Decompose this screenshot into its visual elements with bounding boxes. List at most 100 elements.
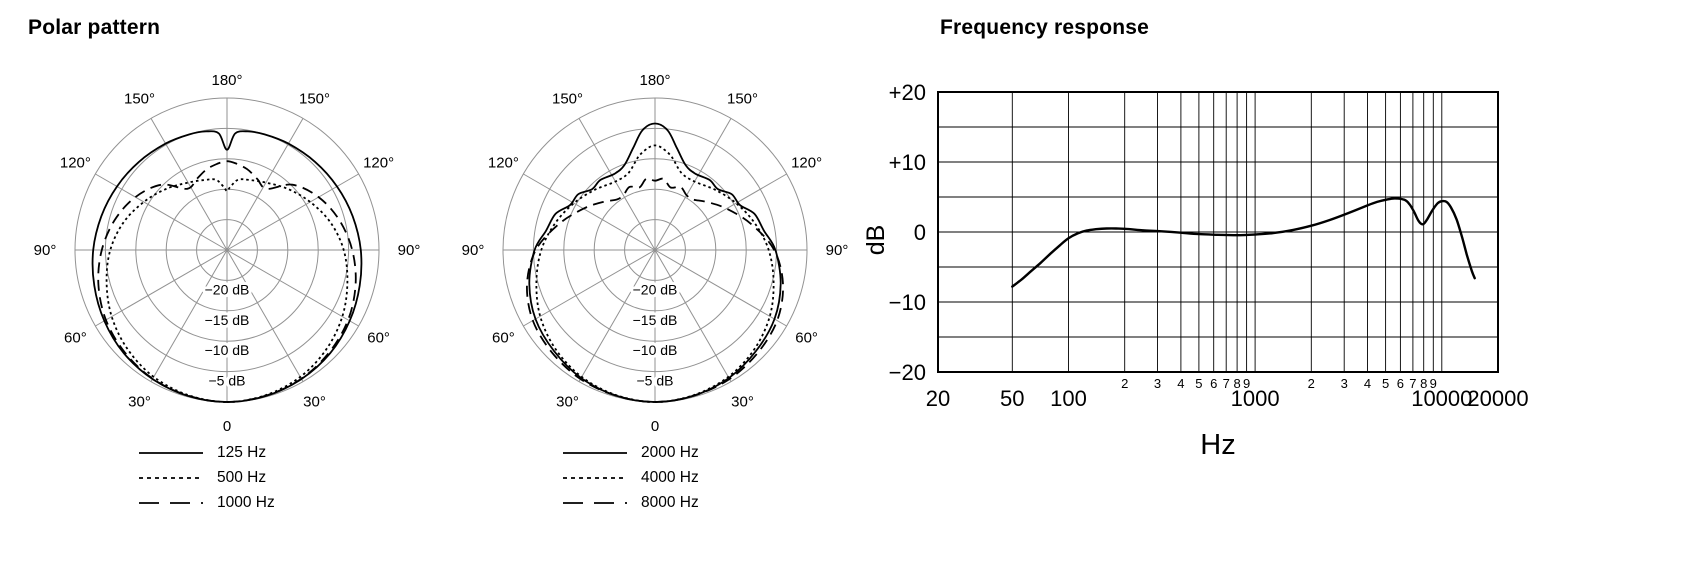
x-minor-tick-label: 5	[1195, 376, 1202, 391]
ring-db-label: −5 dB	[209, 373, 246, 389]
polar-ring-labels: −20 dB −15 dB −10 dB −5 dB	[202, 278, 253, 391]
polar-grid-spoke	[578, 118, 656, 251]
polar-grid-spoke	[523, 249, 656, 327]
x-minor-tick-label: 9	[1243, 376, 1250, 391]
polar-ring-labels: −20 dB −15 dB −10 dB −5 dB	[630, 278, 681, 391]
legend-item-125-hz: 125 Hz	[138, 440, 275, 465]
x-minor-tick-label: 5	[1382, 376, 1389, 391]
y-tick-label: −10	[889, 290, 926, 315]
freq-ylabel: dB	[862, 225, 890, 256]
x-minor-tick-label: 4	[1364, 376, 1371, 391]
angle-label: 30°	[303, 394, 326, 411]
polar-grid-spoke	[523, 173, 656, 251]
polar-angle-labels: 030°30°60°60°90°90°120°120°150°150°180°	[34, 72, 421, 435]
polar-grid-spoke	[654, 249, 732, 382]
angle-label: 180°	[211, 72, 242, 89]
legend-line-sample	[563, 501, 627, 504]
legend-line-sample	[139, 501, 203, 504]
legend-item-2000-hz: 2000 Hz	[562, 440, 699, 465]
x-minor-tick-label: 2	[1121, 376, 1128, 391]
polar-angle-labels: 030°30°60°60°90°90°120°120°150°150°180°	[462, 72, 849, 435]
angle-label: 150°	[299, 90, 330, 107]
angle-label: 60°	[795, 330, 818, 347]
legend-line-sample	[563, 476, 627, 479]
x-minor-tick-label: 8	[1420, 376, 1427, 391]
y-tick-label: −20	[889, 360, 926, 385]
polar-legend-low-freq: 125 Hz 500 Hz 1000 Hz	[138, 440, 275, 515]
legend-label: 125 Hz	[217, 443, 267, 461]
legend-label: 8000 Hz	[641, 493, 699, 511]
x-tick-label: 10000	[1411, 386, 1472, 411]
polar-legend-high-freq: 2000 Hz 4000 Hz 8000 Hz	[562, 440, 699, 515]
x-minor-tick-label: 6	[1397, 376, 1404, 391]
x-tick-label: 20	[926, 386, 950, 411]
angle-label: 180°	[639, 72, 670, 89]
legend-item-8000-hz: 8000 Hz	[562, 490, 699, 515]
x-minor-tick-label: 3	[1154, 376, 1161, 391]
ring-db-label: −10 dB	[633, 342, 678, 358]
polar-grid	[74, 97, 380, 403]
x-minor-tick-label: 2	[1308, 376, 1315, 391]
legend-item-1000-hz: 1000 Hz	[138, 490, 275, 515]
x-minor-tick-label: 3	[1341, 376, 1348, 391]
angle-label: 120°	[488, 155, 519, 172]
ring-db-label: −20 dB	[633, 281, 678, 297]
ring-db-label: −10 dB	[205, 342, 250, 358]
polar-series-8000-hz	[526, 177, 784, 403]
polar-series-1000-hz	[97, 160, 357, 403]
angle-label: 150°	[124, 90, 155, 107]
frequency-response-title: Frequency response	[940, 16, 1150, 39]
frequency-response-curve	[1011, 197, 1476, 288]
ring-db-label: −15 dB	[205, 312, 250, 328]
freq-y-tick-labels: +20+100−10−20	[889, 80, 926, 385]
x-tick-label: 1000	[1231, 386, 1280, 411]
x-minor-tick-label: 6	[1210, 376, 1217, 391]
polar-grid-spoke	[654, 249, 787, 327]
polar-grid-spoke	[654, 118, 732, 251]
freq-plot-border	[937, 91, 1499, 373]
angle-label: 120°	[363, 155, 394, 172]
angle-label: 120°	[60, 155, 91, 172]
legend-label: 4000 Hz	[641, 468, 699, 486]
x-minor-tick-label: 8	[1233, 376, 1240, 391]
polar-grid-spoke	[226, 118, 304, 251]
polar-chart-low-freq: 030°30°60°60°90°90°120°120°150°150°180°−…	[34, 72, 421, 435]
legend-label: 1000 Hz	[217, 493, 275, 511]
y-tick-label: +10	[889, 150, 926, 175]
y-tick-label: +20	[889, 80, 926, 105]
angle-label: 90°	[462, 242, 485, 259]
freq-grid	[938, 92, 1498, 372]
x-tick-label: 100	[1050, 386, 1087, 411]
polar-chart-high-freq: 030°30°60°60°90°90°120°120°150°150°180°−…	[462, 72, 849, 435]
angle-label: 120°	[791, 155, 822, 172]
x-tick-label: 20000	[1467, 386, 1528, 411]
polar-series-4000-hz	[535, 144, 775, 403]
angle-label: 30°	[556, 394, 579, 411]
ring-db-label: −5 dB	[637, 373, 674, 389]
legend-line-sample	[139, 451, 203, 454]
polar-grid-spoke	[226, 249, 359, 327]
ring-db-label: −20 dB	[205, 281, 250, 297]
angle-label: 60°	[64, 330, 87, 347]
x-minor-tick-label: 7	[1409, 376, 1416, 391]
legend-item-4000-hz: 4000 Hz	[562, 465, 699, 490]
ring-db-label: −15 dB	[633, 312, 678, 328]
polar-pattern-title: Polar pattern	[28, 16, 161, 39]
polar-series-125-hz	[91, 130, 363, 403]
polar-grid-spoke	[95, 249, 228, 327]
legend-label: 2000 Hz	[641, 443, 699, 461]
angle-label: 60°	[367, 330, 390, 347]
angle-label: 90°	[398, 242, 421, 259]
legend-item-500-hz: 500 Hz	[138, 465, 275, 490]
x-minor-tick-label: 9	[1430, 376, 1437, 391]
legend-line-sample	[563, 451, 627, 454]
legend-label: 500 Hz	[217, 468, 267, 486]
angle-label: 150°	[727, 90, 758, 107]
angle-label: 90°	[34, 242, 57, 259]
polar-grid-spoke	[150, 249, 228, 382]
polar-series-500-hz	[105, 178, 349, 403]
